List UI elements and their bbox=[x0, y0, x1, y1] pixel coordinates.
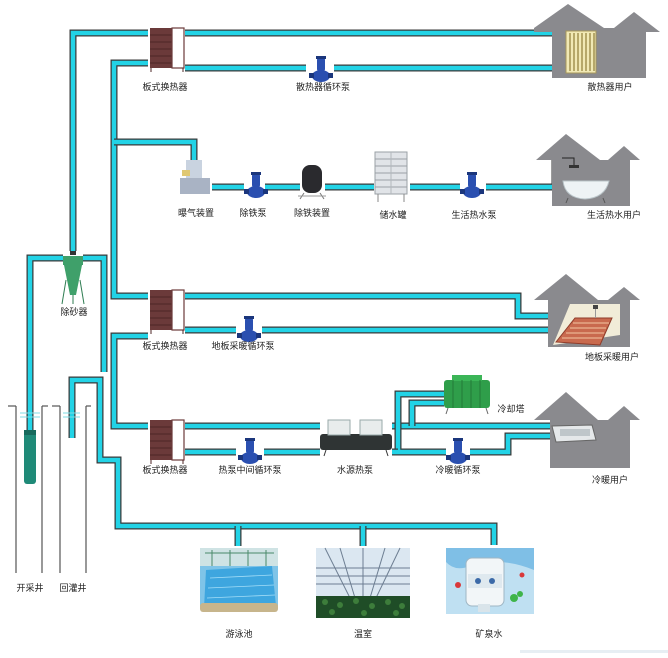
house-shape bbox=[534, 4, 660, 78]
label-extraction-well: 开采井 bbox=[16, 584, 44, 594]
sand-remover-icon bbox=[61, 251, 85, 305]
pipe-reinjection bbox=[68, 376, 498, 545]
pipe-return-main-1 bbox=[110, 59, 148, 300]
plate-heat-exchanger-icon bbox=[150, 289, 185, 334]
reinjection-well bbox=[52, 405, 91, 573]
label-plate-heat-exchanger-1: 板式换热器 bbox=[142, 83, 188, 93]
label-storage-tank: 储水罐 bbox=[379, 211, 407, 221]
label-heating-cooling-circulation-pump: 冷暖循环泵 bbox=[435, 466, 481, 476]
house-domestic-hot-water-user bbox=[536, 134, 640, 206]
label-heat-pump-intermediate-pump: 热泵中间循环泵 bbox=[218, 466, 282, 476]
aeration-device-icon bbox=[180, 160, 210, 194]
label-cooling-tower: 冷却塔 bbox=[497, 405, 525, 415]
label-radiator-user: 散热器用户 bbox=[587, 83, 633, 93]
house-floor-heating-user bbox=[534, 274, 640, 347]
cooling-tower-icon bbox=[444, 375, 490, 415]
label-reinjection-well: 回灌井 bbox=[59, 584, 87, 594]
label-water-source-heat-pump: 水源热泵 bbox=[336, 466, 374, 476]
domestic-hot-water-pump-icon bbox=[460, 172, 484, 198]
pipe-dhw-5 bbox=[486, 154, 563, 191]
label-aeration-device: 曝气装置 bbox=[177, 209, 215, 219]
label-iron-removal-device: 除铁装置 bbox=[293, 209, 331, 219]
label-heating-cooling-user: 冷暖用户 bbox=[591, 476, 629, 486]
iron-removal-pump-icon bbox=[244, 172, 268, 198]
label-iron-removal-pump: 除铁泵 bbox=[239, 209, 267, 219]
storage-tank-icon bbox=[374, 151, 408, 202]
plate-heat-exchanger-icon bbox=[150, 27, 185, 72]
fan-coil-unit-icon bbox=[551, 424, 597, 443]
heating-cooling-circulation-pump-icon bbox=[446, 438, 470, 464]
label-domestic-hot-water-pump: 生活热水泵 bbox=[451, 211, 497, 221]
floor-heating-room-icon bbox=[553, 304, 620, 346]
label-sand-remover: 除砂器 bbox=[60, 308, 88, 318]
water-jug-icon bbox=[465, 557, 505, 612]
pipe-hp-cooling-3 bbox=[394, 426, 446, 456]
extraction-well bbox=[8, 405, 48, 573]
pipe-return-main-2 bbox=[110, 332, 148, 430]
house-shape bbox=[536, 134, 640, 206]
label-plate-heat-exchanger-3: 板式换热器 bbox=[142, 466, 188, 476]
shower-icon bbox=[562, 157, 579, 168]
pipe-dhw-feed bbox=[114, 138, 198, 160]
label-greenhouse: 温室 bbox=[353, 630, 373, 640]
swimming-pool-image bbox=[200, 548, 278, 612]
label-floor-heating-circulation-pump: 地板采暖循环泵 bbox=[211, 342, 275, 352]
label-swimming-pool: 游泳池 bbox=[225, 630, 253, 640]
radiator-icon bbox=[565, 30, 597, 74]
label-domestic-hot-water-user: 生活热水用户 bbox=[586, 211, 642, 221]
floor-heating-circulation-pump-icon bbox=[237, 316, 261, 342]
iron-removal-device-icon bbox=[298, 165, 326, 200]
pipe-floor-supply bbox=[185, 292, 552, 320]
plate-heat-exchanger-icon bbox=[150, 419, 185, 464]
pipe-hp-cooling-1 bbox=[394, 390, 444, 426]
watermark bbox=[520, 650, 668, 653]
pipe-sand-remover-up bbox=[69, 29, 148, 251]
radiator-circulation-pump-icon bbox=[309, 56, 333, 82]
water-source-heat-pump-icon bbox=[320, 419, 392, 457]
heat-pump-intermediate-pump-icon bbox=[238, 438, 262, 464]
label-floor-heating-user: 地板采暖用户 bbox=[584, 353, 640, 363]
pipe-network bbox=[26, 29, 563, 546]
mineral-water-image bbox=[446, 548, 534, 614]
greenhouse-image bbox=[316, 547, 410, 618]
label-mineral-water: 矿泉水 bbox=[475, 630, 503, 640]
pipe-well-riser bbox=[26, 254, 63, 430]
house-heating-cooling-user bbox=[534, 392, 640, 468]
water-level-lines bbox=[20, 412, 80, 418]
submersible-well-pump-icon bbox=[24, 430, 36, 484]
pipe-sand-to-floor bbox=[83, 254, 108, 372]
label-plate-heat-exchanger-2: 板式换热器 bbox=[142, 342, 188, 352]
house-radiator-user bbox=[534, 4, 660, 78]
bathtub-icon bbox=[562, 180, 610, 204]
pipe-hp-cooling-2 bbox=[408, 399, 444, 426]
label-radiator-circulation-pump: 散热器循环泵 bbox=[295, 83, 351, 93]
pipe-hp-return-user bbox=[470, 432, 554, 456]
